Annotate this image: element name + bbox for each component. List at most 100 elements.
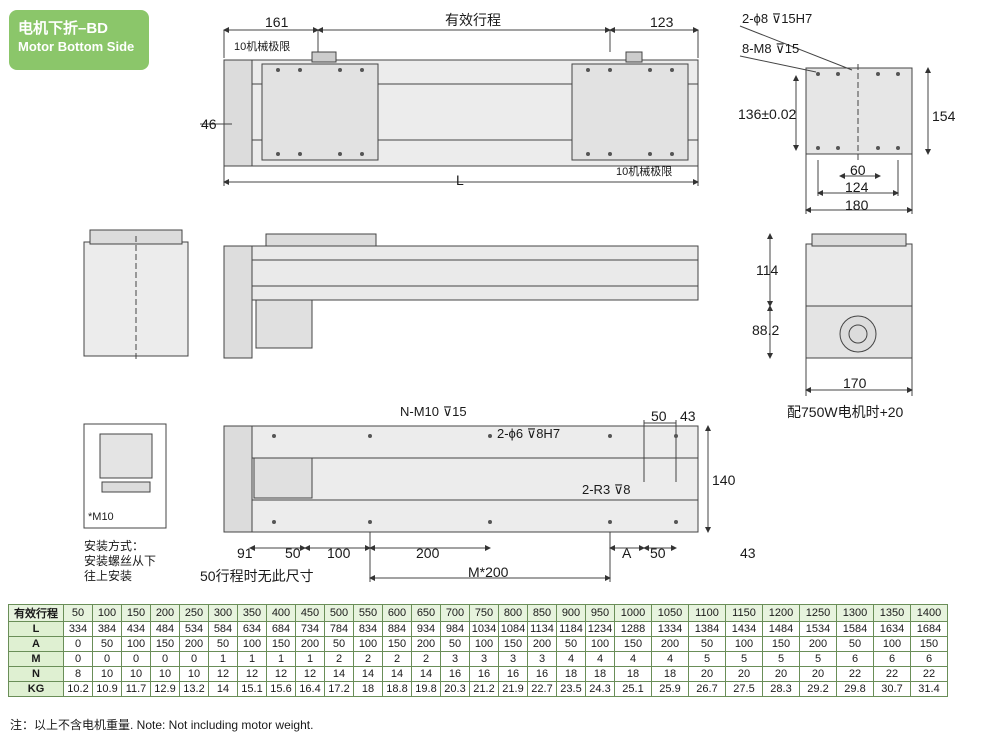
spec-cell: 150: [266, 636, 296, 652]
spec-cell: 984: [440, 621, 470, 637]
spec-cell: 0: [150, 651, 180, 667]
spec-cell: 100: [725, 636, 763, 652]
spec-cell: 934: [411, 621, 441, 637]
dim-180: 180: [845, 197, 869, 213]
spec-cell: 20: [688, 666, 726, 682]
label-limit-right: 10机械极限: [616, 166, 673, 178]
spec-cell: 1034: [469, 621, 499, 637]
spec-cell: 16: [498, 666, 528, 682]
spec-header-cell: 300: [208, 604, 238, 622]
spec-cell: 1084: [498, 621, 528, 637]
dim-M200: M*200: [468, 564, 509, 580]
spec-cell: 4: [651, 651, 689, 667]
spec-cell: 1134: [527, 621, 557, 637]
spec-cell: 200: [651, 636, 689, 652]
dim-154: 154: [932, 108, 956, 124]
spec-cell: 200: [411, 636, 441, 652]
spec-cell: 200: [179, 636, 209, 652]
spec-cell: 1334: [651, 621, 689, 637]
spec-cell: 18: [651, 666, 689, 682]
spec-header-cell: 950: [585, 604, 615, 622]
spec-header-cell: 50: [63, 604, 93, 622]
spec-cell: 23.5: [556, 681, 586, 697]
spec-cell: 10.9: [92, 681, 122, 697]
spec-cell: 16.4: [295, 681, 325, 697]
spec-cell: 20.3: [440, 681, 470, 697]
spec-cell: 100: [353, 636, 383, 652]
dim-stroke: 有效行程: [445, 12, 501, 28]
spec-header-cell: 900: [556, 604, 586, 622]
spec-cell: 20: [799, 666, 837, 682]
spec-cell: 50: [556, 636, 586, 652]
spec-header-cell: 700: [440, 604, 470, 622]
spec-cell: 150: [762, 636, 800, 652]
spec-header-cell: 1300: [836, 604, 874, 622]
spec-cell: 14: [353, 666, 383, 682]
spec-cell: 12: [237, 666, 267, 682]
dim-L: L: [456, 172, 464, 188]
spec-header-cell: 750: [469, 604, 499, 622]
spec-cell: 1: [208, 651, 238, 667]
spec-header-cell: 1000: [614, 604, 652, 622]
spec-cell: 16: [440, 666, 470, 682]
spec-header-cell: 500: [324, 604, 354, 622]
spec-header-cell: 150: [121, 604, 151, 622]
spec-cell: 150: [910, 636, 948, 652]
spec-cell: 1234: [585, 621, 615, 637]
spec-cell: 6: [910, 651, 948, 667]
spec-cell: 10: [92, 666, 122, 682]
spec-cell: 10: [121, 666, 151, 682]
spec-cell: 384: [92, 621, 122, 637]
spec-cell: 4: [614, 651, 652, 667]
spec-cell: 14: [382, 666, 412, 682]
spec-cell: 1288: [614, 621, 652, 637]
label-hole-8: 2-ϕ8 ⊽15H7: [742, 11, 813, 26]
label-limit-left: 10机械极限: [234, 41, 291, 53]
spec-cell: 534: [179, 621, 209, 637]
side-view: [223, 233, 699, 359]
spec-cell: 22: [873, 666, 911, 682]
spec-cell: 22: [910, 666, 948, 682]
dim-A: A: [622, 545, 632, 561]
spec-cell: 2: [382, 651, 412, 667]
spec-cell: 31.4: [910, 681, 948, 697]
spec-cell: 4: [556, 651, 586, 667]
spec-cell: 2: [324, 651, 354, 667]
spec-cell: 584: [208, 621, 238, 637]
spec-header-cell: 850: [527, 604, 557, 622]
spec-cell: 0: [63, 651, 93, 667]
spec-cell: 1: [266, 651, 296, 667]
spec-cell: 28.3: [762, 681, 800, 697]
spec-cell: 100: [469, 636, 499, 652]
spec-cell: 16: [527, 666, 557, 682]
spec-header-cell: 1150: [725, 604, 763, 622]
spec-cell: 150: [382, 636, 412, 652]
spec-cell: 3: [527, 651, 557, 667]
dim-140: 140: [712, 472, 736, 488]
spec-cell: 1434: [725, 621, 763, 637]
label-nm10: N-M10 ⊽15: [400, 404, 467, 419]
spec-cell: 19.8: [411, 681, 441, 697]
spec-cell: 5: [688, 651, 726, 667]
install-line-1: 安装方式：: [84, 539, 145, 553]
spec-header-cell: 350: [237, 604, 267, 622]
spec-cell: 10: [150, 666, 180, 682]
spec-cell: 25.1: [614, 681, 652, 697]
spec-cell: 6: [836, 651, 874, 667]
spec-cell: 150: [614, 636, 652, 652]
spec-cell: 25.9: [651, 681, 689, 697]
spec-cell: 5: [762, 651, 800, 667]
footnote: 注：以上不含电机重量. Note: Not including motor we…: [10, 718, 314, 732]
install-line-3: 往上安装: [84, 569, 133, 583]
spec-cell: 20: [762, 666, 800, 682]
motor-end-view: [83, 229, 189, 362]
spec-cell: 2: [411, 651, 441, 667]
badge-title-en: Motor Bottom Side: [18, 39, 135, 54]
spec-cell: 200: [799, 636, 837, 652]
spec-header-cell: 400: [266, 604, 296, 622]
spec-cell: 12: [208, 666, 238, 682]
